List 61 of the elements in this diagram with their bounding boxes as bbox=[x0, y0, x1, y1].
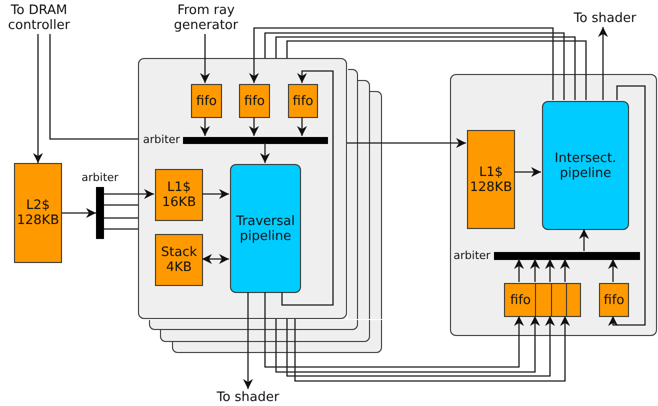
connector-arrow bbox=[62, 208, 96, 218]
box-label: To shader bbox=[574, 10, 636, 26]
arbiter-bar bbox=[494, 252, 640, 260]
box-label: Intersect. pipeline bbox=[554, 150, 618, 180]
box-label: fifo bbox=[196, 94, 217, 108]
connector-arrow bbox=[104, 189, 154, 199]
pipeline-box bbox=[542, 101, 629, 230]
fifo-box bbox=[239, 84, 270, 118]
box-label: Traversal pipeline bbox=[235, 214, 296, 244]
box-label: fifo bbox=[244, 94, 265, 108]
connector-arrow bbox=[530, 259, 540, 282]
arbiter-bar bbox=[183, 137, 328, 144]
connector-line bbox=[104, 217, 138, 219]
connector-arrow bbox=[598, 27, 608, 100]
stack-box bbox=[155, 234, 203, 286]
fifo-box bbox=[288, 84, 318, 118]
cache-box bbox=[155, 169, 203, 221]
connector-arrow bbox=[243, 292, 253, 389]
connector-arrow bbox=[260, 143, 270, 163]
box-label: L2$ 128KB bbox=[16, 198, 60, 228]
box-label: Stack 4KB bbox=[160, 245, 198, 275]
connector-arrow bbox=[33, 34, 43, 163]
unit-panel bbox=[450, 74, 657, 336]
box-label: fifo bbox=[292, 94, 314, 108]
connector-arrow bbox=[200, 117, 210, 136]
connector-arrow bbox=[281, 70, 334, 306]
fifo-box bbox=[599, 283, 629, 317]
connector-line bbox=[49, 34, 138, 140]
connector-arrow bbox=[608, 259, 618, 282]
connector-arrow bbox=[275, 316, 540, 373]
arbiter-bar bbox=[96, 187, 104, 239]
box-label: fifo bbox=[509, 292, 532, 308]
connector-arrow bbox=[347, 138, 466, 148]
connector-arrow bbox=[202, 189, 229, 199]
connector-arrow bbox=[579, 229, 589, 251]
connector-arrow bbox=[514, 259, 524, 282]
box-label: To shader bbox=[216, 390, 280, 405]
box-label: L1$ 16KB bbox=[161, 180, 197, 210]
cache-box bbox=[14, 163, 62, 263]
connector-arrow bbox=[514, 167, 541, 177]
connector-arrow bbox=[200, 34, 210, 83]
arbiter-label: arbiter bbox=[452, 249, 492, 263]
box-label: From ray generator bbox=[172, 3, 240, 33]
arbiter-label: arbiter bbox=[80, 171, 120, 185]
cache-box bbox=[467, 130, 515, 229]
fifo-box bbox=[191, 84, 222, 118]
fifo-box bbox=[504, 283, 581, 317]
connector-arrow bbox=[545, 259, 555, 282]
connector-line bbox=[104, 228, 138, 230]
connector-arrow bbox=[264, 292, 524, 368]
box-label: To DRAM controller bbox=[6, 3, 72, 33]
box-label: fifo bbox=[604, 292, 624, 308]
connector-arrow bbox=[249, 117, 259, 136]
connector-arrow bbox=[560, 259, 570, 282]
connector-arrow bbox=[202, 254, 229, 264]
pipeline-box bbox=[230, 164, 301, 293]
arbiter-label: arbiter bbox=[142, 133, 181, 147]
connector-line bbox=[104, 204, 138, 206]
connector-arrow bbox=[297, 117, 307, 136]
connector-arrow bbox=[608, 85, 646, 326]
box-label: L1$ 128KB bbox=[468, 164, 514, 194]
